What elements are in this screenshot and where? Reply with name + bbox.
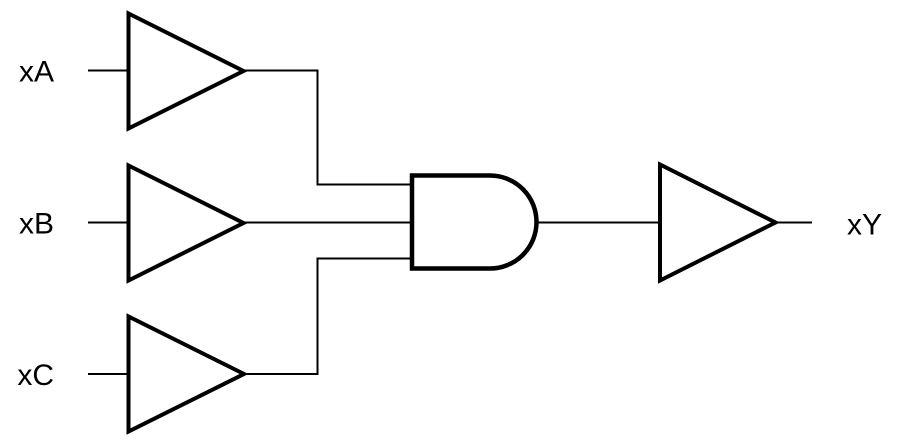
buffer-gate-a-icon	[126, 10, 248, 132]
wire-buffer-c-to-and-gate	[244, 257, 412, 375]
output-label-xy: xY	[847, 209, 882, 242]
and-gate-icon	[409, 173, 539, 271]
buffer-gate-b-icon	[126, 162, 248, 284]
wire-buffer-a-to-and-gate	[243, 69, 412, 186]
output-buffer-gate-icon	[658, 161, 780, 284]
input-label-xa: xA	[19, 56, 54, 89]
circuit-strokes	[88, 10, 812, 435]
input-label-xb: xB	[19, 208, 54, 241]
buffer-gate-c-icon	[126, 313, 249, 435]
input-label-xc: xC	[17, 359, 54, 392]
